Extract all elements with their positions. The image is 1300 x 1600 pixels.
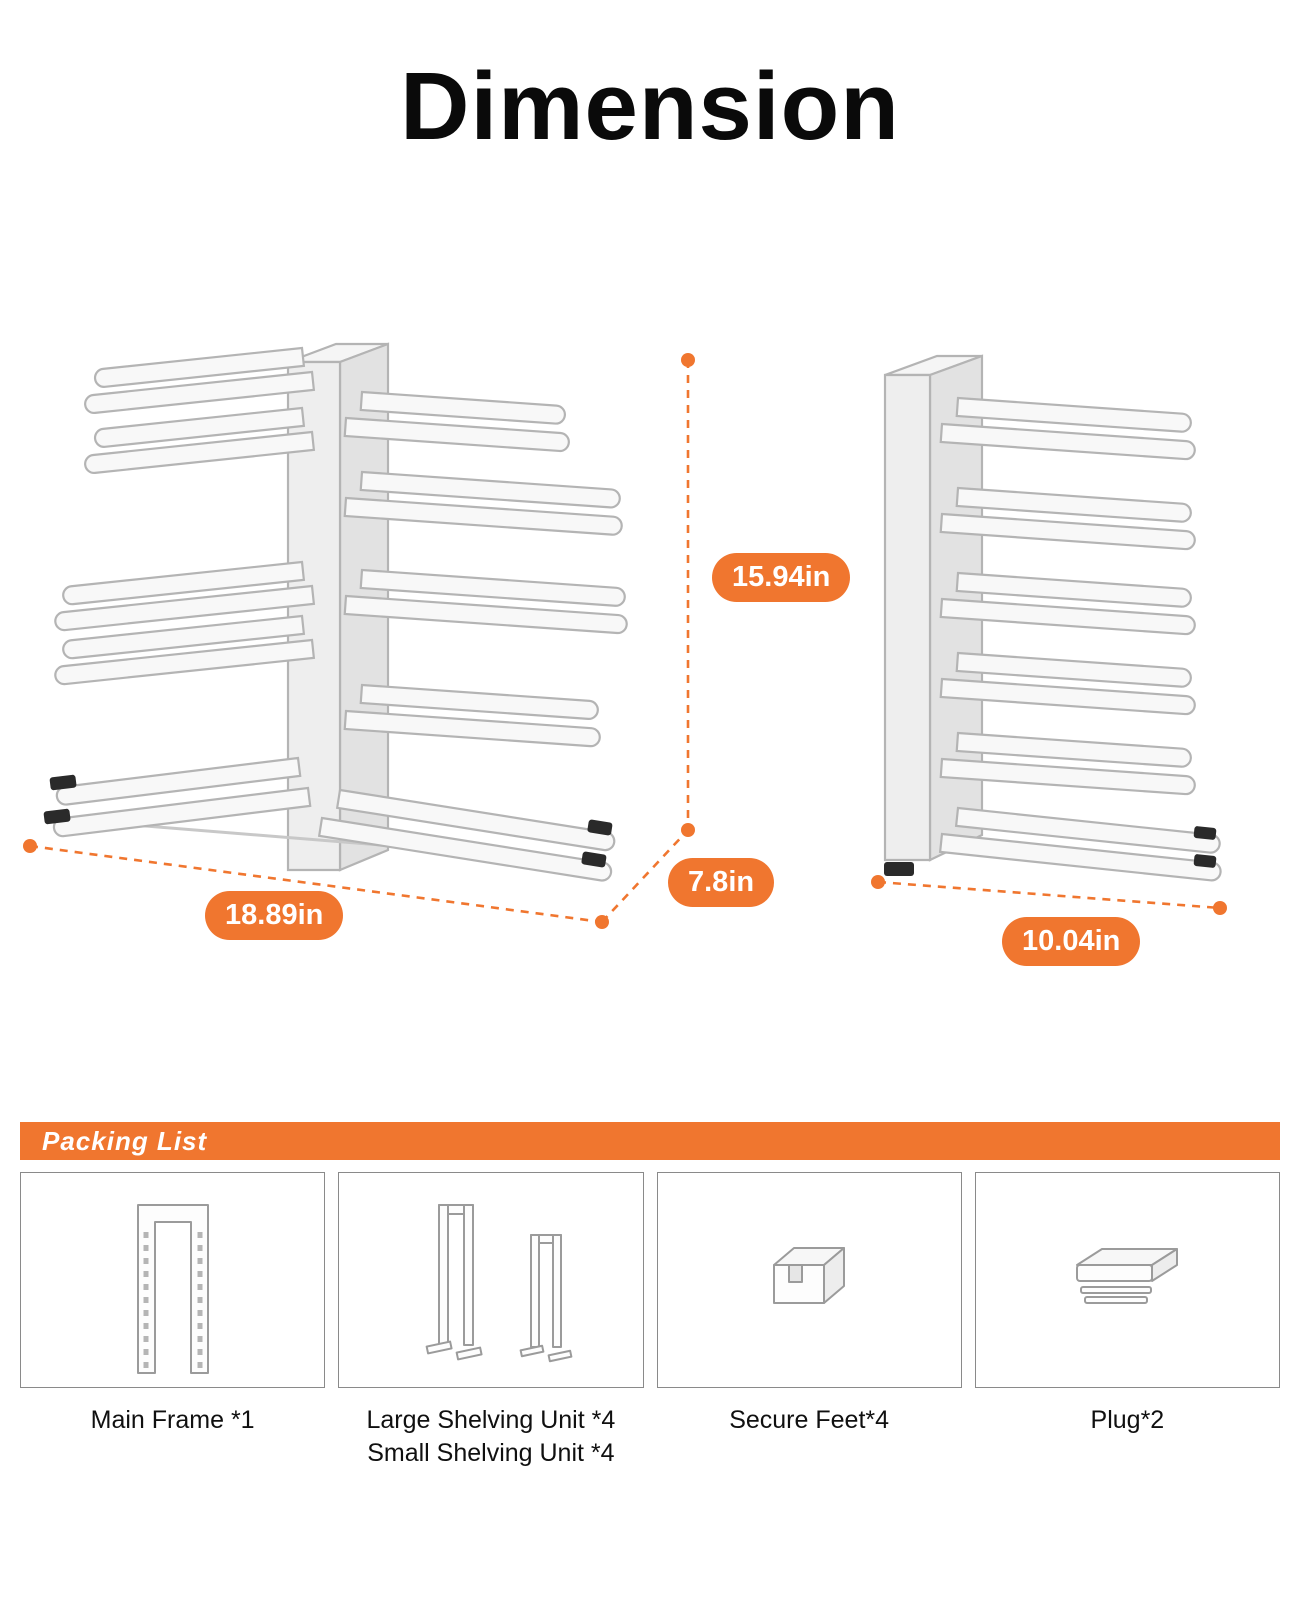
- base-rails: [884, 806, 1222, 882]
- rack-compact-illustration: [883, 354, 1222, 882]
- packing-item-box: [974, 1172, 1280, 1388]
- packing-item-box: [338, 1172, 644, 1388]
- secure-foot: [1193, 826, 1217, 840]
- main-frame-icon: [136, 1204, 209, 1374]
- shelving-units-icon: [425, 1204, 573, 1363]
- packing-list-items: Main Frame *1 Large Shelv: [20, 1172, 1280, 1470]
- height-dimension-label: 15.94in: [712, 553, 851, 602]
- secure-foot: [43, 808, 71, 825]
- packing-item-main-frame: Main Frame *1: [20, 1172, 326, 1470]
- packing-item-box: [20, 1172, 326, 1388]
- caption-line: Small Shelving Unit *4: [367, 1439, 615, 1467]
- packing-item-label: Plug*2: [1091, 1404, 1165, 1437]
- caption-line: Large Shelving Unit *4: [366, 1406, 616, 1434]
- packing-item-label: Secure Feet*4: [729, 1404, 889, 1437]
- plug-icon: [1076, 1248, 1179, 1304]
- depth-dimension-label: 7.8in: [668, 858, 775, 907]
- packing-item-label: Large Shelving Unit *4 Small Shelving Un…: [366, 1404, 615, 1470]
- packing-item-label: Main Frame *1: [91, 1404, 255, 1437]
- rack-expanded-illustration: [43, 342, 628, 882]
- caption-line: Plug*2: [1090, 1406, 1165, 1434]
- right-shelf-arms: [343, 390, 628, 748]
- packing-item-box: [656, 1172, 962, 1388]
- secure-foot: [884, 862, 914, 876]
- width-expanded-dimension-label: 18.89in: [205, 891, 344, 940]
- width-compact-dimension-label: 10.04in: [1002, 917, 1141, 966]
- secure-foot: [1193, 854, 1217, 868]
- caption-line: Main Frame *1: [90, 1406, 255, 1434]
- packing-item-shelving-units: Large Shelving Unit *4 Small Shelving Un…: [338, 1172, 644, 1470]
- packing-list-title: Packing List: [42, 1125, 208, 1156]
- packing-item-secure-feet: Secure Feet*4: [656, 1172, 962, 1470]
- shelf-arms: [939, 396, 1196, 796]
- left-shelf-arms: [54, 346, 316, 686]
- page-title: Dimension: [400, 53, 900, 160]
- secure-feet-icon: [773, 1247, 846, 1304]
- packing-item-plug: Plug*2: [974, 1172, 1280, 1470]
- packing-list-header: Packing List: [20, 1122, 1280, 1160]
- secure-foot: [49, 774, 77, 791]
- caption-line: Secure Feet*4: [729, 1406, 890, 1434]
